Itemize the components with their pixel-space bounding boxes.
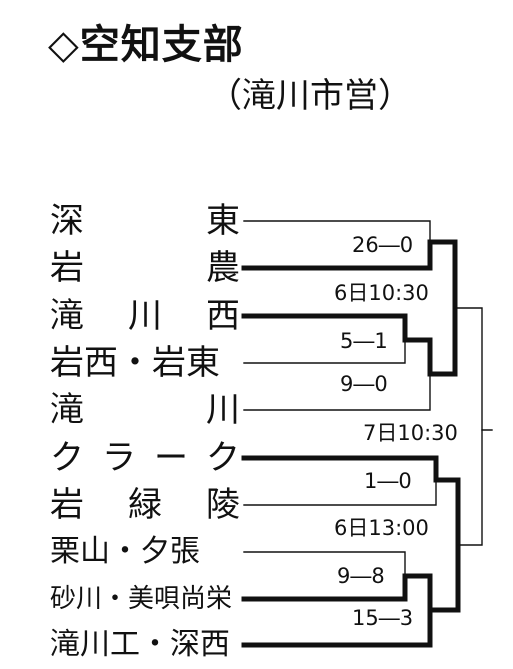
team-6-char: 岩 xyxy=(50,485,84,525)
bracket-line-winner xyxy=(241,477,461,648)
team-9: 滝川工・深西 xyxy=(50,627,230,662)
team-5-char: ク xyxy=(50,438,84,478)
bracket-line-winner xyxy=(427,239,458,377)
team-5-char: ク xyxy=(206,438,240,478)
venue-label: （滝川市営） xyxy=(208,76,412,116)
team-4-char: 滝 xyxy=(50,390,84,430)
bracket-line xyxy=(243,373,431,411)
team-5-char: ー xyxy=(154,438,188,478)
team-2-char: 川 xyxy=(128,296,162,336)
bracket-line xyxy=(243,339,406,364)
team-0-char: 深 xyxy=(50,201,84,241)
bracket-line-winner xyxy=(241,455,461,483)
team-6-char: 緑 xyxy=(128,485,162,525)
schedule-s2: 7日10:30 xyxy=(363,421,458,445)
score-m3: 9―0 xyxy=(340,372,388,396)
bracket-line-winner xyxy=(241,573,433,613)
bracket-line xyxy=(454,307,493,431)
team-3: 岩西・岩東 xyxy=(50,343,220,383)
team-2: 滝 川 西 xyxy=(50,295,240,337)
bracket-line xyxy=(243,551,406,577)
team-6-char: 陵 xyxy=(206,485,240,525)
team-0: 深 東 xyxy=(50,200,240,242)
team-6: 岩 緑 陵 xyxy=(50,484,240,526)
team-0-char: 東 xyxy=(206,201,240,241)
team-4-char: 川 xyxy=(206,390,240,430)
page-title: ◇空知支部 xyxy=(48,22,244,68)
bracket-line xyxy=(457,429,483,546)
team-4: 滝 川 xyxy=(50,389,240,431)
score-m6: 15―3 xyxy=(352,606,413,630)
team-1-char: 岩 xyxy=(50,248,84,288)
score-m5: 9―8 xyxy=(337,564,385,588)
score-m2: 5―1 xyxy=(340,329,388,353)
score-m1: 26―0 xyxy=(352,233,413,257)
schedule-s1: 6日10:30 xyxy=(334,281,429,305)
bracket-line xyxy=(243,220,431,243)
bracket-line-winner xyxy=(241,239,458,271)
team-5: ク ラ ー ク xyxy=(50,437,240,479)
team-2-char: 西 xyxy=(206,296,240,336)
score-m4: 1―0 xyxy=(364,469,412,493)
team-1: 岩 農 xyxy=(50,247,240,289)
bracket-line xyxy=(243,479,437,506)
schedule-s3: 6日13:00 xyxy=(334,516,429,540)
team-8: 砂川・美唄尚栄 xyxy=(50,584,233,614)
team-2-char: 滝 xyxy=(50,296,84,336)
team-7: 栗山・夕張 xyxy=(50,534,200,569)
bracket-line-winner xyxy=(241,313,433,377)
team-5-char: ラ xyxy=(102,438,136,478)
team-1-char: 農 xyxy=(206,248,240,288)
